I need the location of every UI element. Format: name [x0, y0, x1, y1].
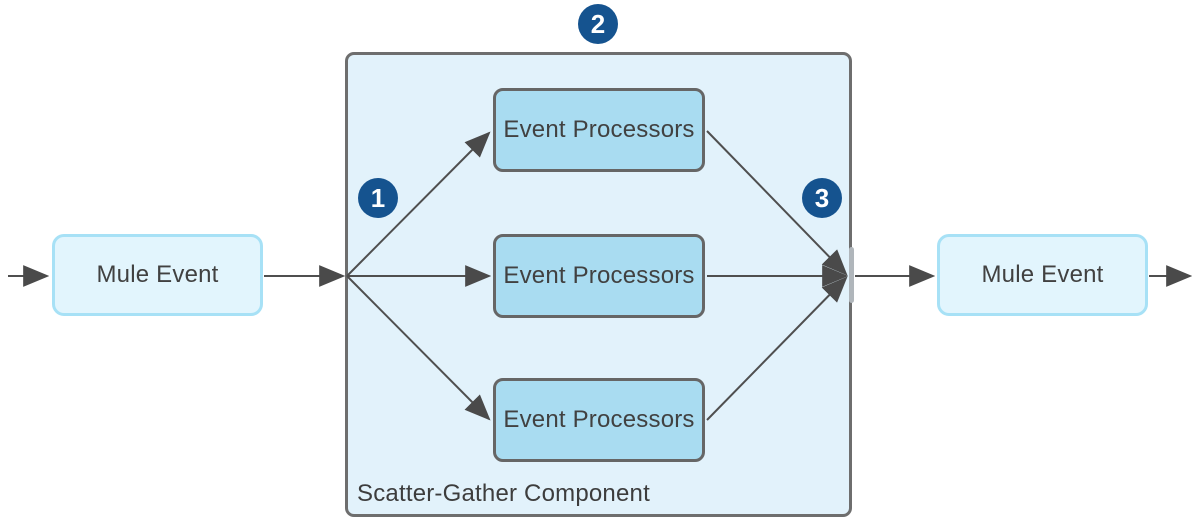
mule-event-node-left: Mule Event [52, 234, 263, 316]
scatter-arrow-bottom [346, 275, 491, 421]
step-badge-gather: 3 [802, 178, 842, 218]
gather-arrow-top [706, 130, 848, 276]
mule-event-node-right: Mule Event [937, 234, 1148, 316]
step-badge-scatter: 1 [358, 178, 398, 218]
gather-bar [849, 247, 854, 303]
event-processors-node-bottom: Event Processors [493, 378, 705, 462]
scatter-gather-label: Scatter-Gather Component [357, 480, 650, 507]
event-processors-node-middle: Event Processors [493, 234, 705, 318]
step-badge-component: 2 [578, 4, 618, 44]
gather-arrow-bottom [706, 276, 848, 421]
scatter-arrow-top [346, 131, 491, 277]
event-processors-node-top: Event Processors [493, 88, 705, 172]
